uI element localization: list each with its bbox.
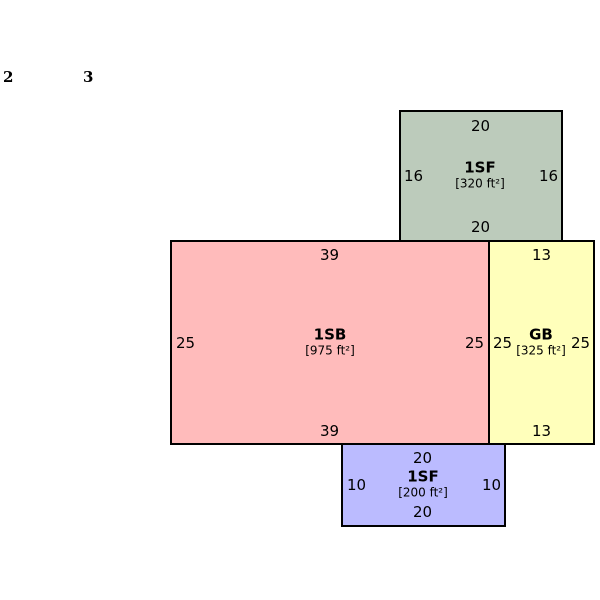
room-1sf-upper-left-dimension: 16 [404,167,424,185]
room-gb-bottom-dimension: 13 [532,422,552,440]
room-gb-label: GB [325 ft²] [516,325,566,358]
room-1sf-upper-label: 1SF [320 ft²] [455,158,505,191]
room-1sf-upper-area: [320 ft²] [455,176,505,191]
room-gb-left-dimension: 25 [493,334,513,352]
room-1sb-bottom-dimension: 39 [320,422,340,440]
room-1sb-right-dimension: 25 [465,334,485,352]
room-1sf-lower-name: 1SF [407,467,439,486]
room-gb-name: GB [529,325,553,344]
room-gb-area: [325 ft²] [516,343,566,358]
room-1sb-area: [975 ft²] [305,343,355,358]
room-1sf-lower [341,443,506,527]
room-gb [488,240,595,445]
room-1sf-lower-top-dimension: 20 [413,449,433,467]
room-gb-top-dimension: 13 [532,246,552,264]
page-label-3: 3 [83,68,94,86]
room-1sf-upper-bottom-dimension: 20 [471,218,491,236]
room-1sf-upper-right-dimension: 16 [539,167,559,185]
room-1sf-upper [399,110,563,242]
room-1sf-lower-label: 1SF [200 ft²] [398,467,448,500]
room-1sb-top-dimension: 39 [320,246,340,264]
room-1sb [170,240,490,445]
room-1sf-lower-right-dimension: 10 [482,476,502,494]
room-1sb-left-dimension: 25 [176,334,196,352]
room-1sf-upper-top-dimension: 20 [471,117,491,135]
room-1sf-upper-name: 1SF [464,158,496,177]
page-label-2: 2 [3,68,14,86]
room-1sb-name: 1SB [313,325,347,344]
room-1sf-lower-bottom-dimension: 20 [413,503,433,521]
room-gb-right-dimension: 25 [571,334,591,352]
room-1sf-lower-area: [200 ft²] [398,485,448,500]
room-1sb-label: 1SB [975 ft²] [305,325,355,358]
room-1sf-lower-left-dimension: 10 [347,476,367,494]
